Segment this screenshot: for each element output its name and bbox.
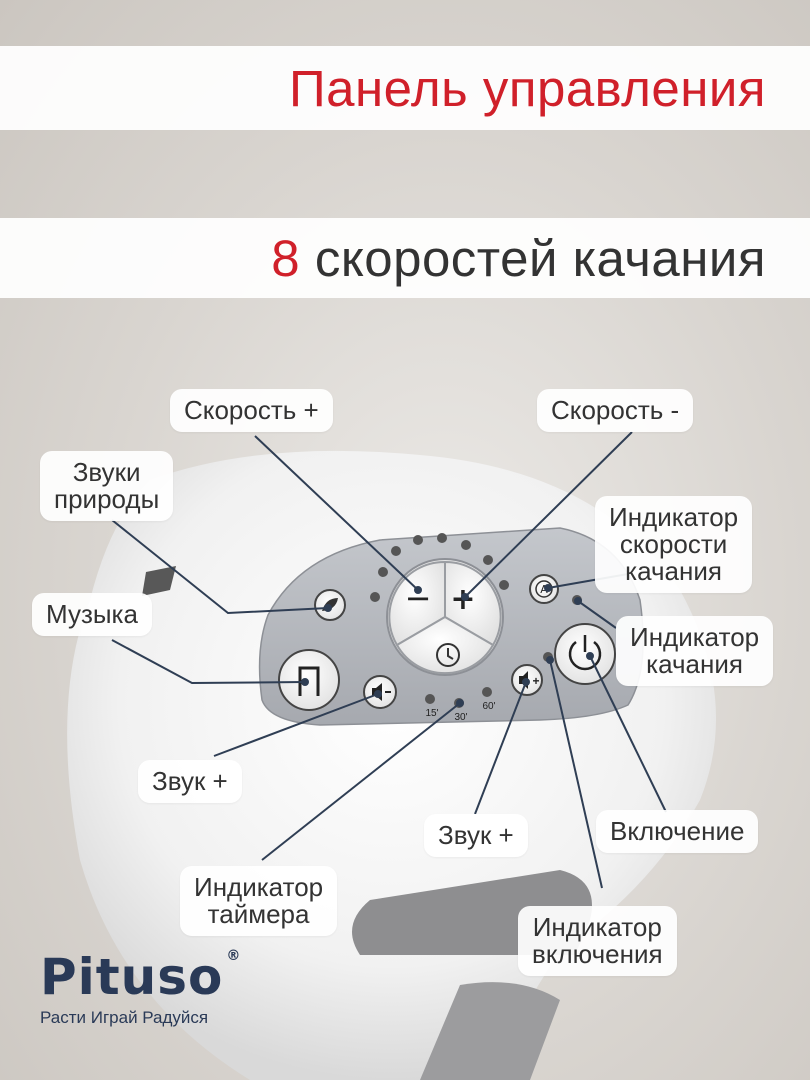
timer-led-15 — [425, 694, 435, 704]
brand-logo: Pituso® — [40, 948, 242, 1006]
timer-led-60 — [482, 687, 492, 697]
speed-count: 8 — [271, 229, 301, 287]
power-icon — [568, 635, 602, 671]
subtitle-banner: 8 скоростей качания — [0, 218, 810, 298]
label-sound-plus-left: Звук + — [138, 760, 242, 803]
music-button[interactable] — [278, 649, 340, 711]
label-speed-minus: Скорость - — [537, 389, 694, 432]
timer-label-30: 30' — [454, 712, 467, 723]
page-title: Панель управления — [288, 59, 766, 117]
clock-icon — [436, 643, 460, 667]
auto-icon: A — [540, 583, 548, 596]
label-speed-plus: Скорость + — [170, 389, 333, 432]
brand-tagline: Расти Играй Радуйся — [40, 1008, 209, 1027]
label-power: Включение — [596, 810, 759, 853]
brand: Pituso® Расти Играй Радуйся — [40, 948, 241, 1028]
side-clip — [142, 566, 176, 596]
svg-text:+: + — [532, 674, 539, 688]
timer-label-15: 15' — [425, 708, 438, 719]
label-sound-plus-right: Звук + — [424, 814, 528, 857]
label-music: Музыка — [32, 593, 152, 636]
title-banner: Панель управления — [0, 46, 810, 130]
auto-button[interactable] — [529, 574, 559, 604]
power-button[interactable] — [554, 623, 616, 685]
callout-lines — [111, 431, 667, 889]
timer-label-60: 60' — [482, 701, 495, 712]
device-base — [420, 982, 560, 1080]
speed-dots — [370, 533, 509, 602]
speed-count-text: скоростей качания — [314, 229, 766, 287]
page-subtitle: 8 скоростей качания — [271, 229, 766, 288]
minus-icon: − — [405, 579, 432, 617]
